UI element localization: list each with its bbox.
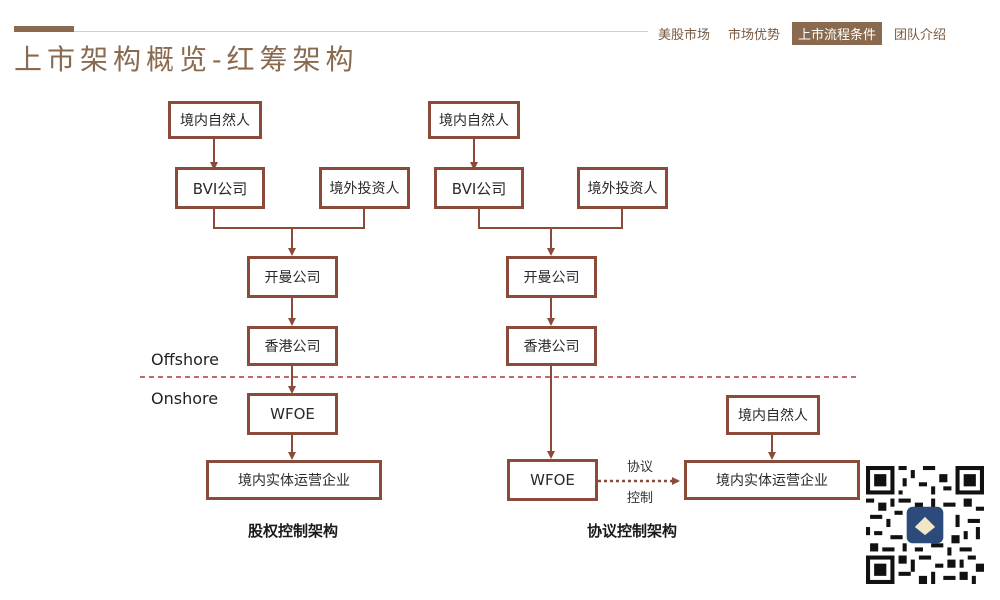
title-accent-bar [14,26,74,32]
agreement-label-line1: 协议 [627,460,654,475]
node-domestic-person-onshore-right: 境内自然人 [726,395,820,435]
onshore-label: Onshore [151,389,219,408]
nav-item-us-market[interactable]: 美股市场 [657,28,710,43]
node-hk-right: 香港公司 [506,326,597,366]
node-bvi-right: BVI公司 [434,167,524,209]
edge-bvi-investor-join-left [213,208,365,229]
node-cayman-right: 开曼公司 [506,256,597,298]
node-operating-left: 境内实体运营企业 [206,460,382,500]
node-foreign-investor-right: 境外投资人 [577,167,668,209]
offshore-label: Offshore [151,350,219,369]
caption-equity-control: 股权控制架构 [248,522,339,540]
nav-item-market-advantages[interactable]: 市场优势 [727,28,780,43]
header-divider [74,31,648,32]
agreement-label-line2: 控制 [627,491,654,506]
caption-agreement-control: 协议控制架构 [587,522,678,540]
top-nav: 美股市场 市场优势 上市流程条件 团队介绍 [646,22,952,45]
node-operating-right: 境内实体运营企业 [684,460,860,500]
node-wfoe-right: WFOE [507,459,598,501]
node-foreign-investor-left: 境外投资人 [319,167,410,209]
nav-item-listing-process[interactable]: 上市流程条件 [791,22,882,45]
page-title: 上市架构概览-红筹架构 [14,43,359,76]
node-hk-left: 香港公司 [247,326,338,366]
node-domestic-person-left: 境内自然人 [168,101,262,139]
node-wfoe-left: WFOE [247,393,338,435]
node-bvi-left: BVI公司 [175,167,265,209]
qr-code-icon [866,466,984,584]
node-cayman-left: 开曼公司 [247,256,338,298]
node-domestic-person-right: 境内自然人 [428,101,520,139]
nav-item-team[interactable]: 团队介绍 [893,28,946,43]
edge-bvi-investor-join-right [478,208,623,229]
